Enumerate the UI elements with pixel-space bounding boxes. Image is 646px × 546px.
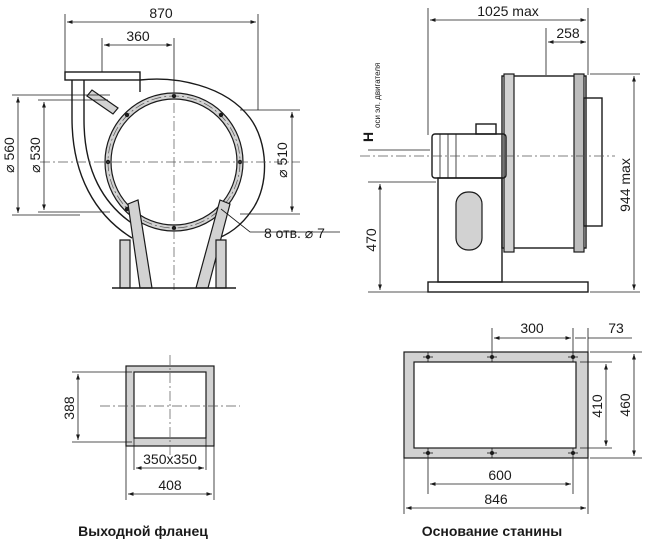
stand-window <box>455 191 483 251</box>
dim-d560-label: ⌀ 560 <box>1 137 17 173</box>
outlet-flange-caption: Выходной фланец <box>78 523 208 539</box>
dim-rear-label: 258 <box>556 25 580 41</box>
holes-note: 8 отв. ⌀ 7 <box>264 225 325 241</box>
dim-base-h-label: 470 <box>363 228 379 252</box>
motor-terminal-box <box>475 123 497 135</box>
dim-frame-outer-w-label: 846 <box>484 491 508 507</box>
side-view: 1025 max 258 H оси эл. двигателя 470 <box>360 3 640 293</box>
holes-leader <box>220 208 340 233</box>
dim-flange-outer-label: 408 <box>158 477 182 493</box>
dim-d530-label: ⌀ 530 <box>27 137 43 173</box>
dim-d510-label: ⌀ 510 <box>274 142 290 178</box>
housing-front-flange <box>503 73 515 253</box>
dim-inlet-label: 360 <box>126 28 150 44</box>
outlet-flange-view: 388 350x350 408 Выходной фланец <box>61 355 240 539</box>
dim-flange-h-label: 388 <box>61 396 77 420</box>
dim-frame-inner-w-label: 600 <box>488 467 512 483</box>
front-view: 870 360 <box>1 5 340 290</box>
base-frame-caption: Основание станины <box>422 523 563 539</box>
fan-housing-side <box>501 75 587 249</box>
dim-frame-outer-h-label: 460 <box>617 393 633 417</box>
volute-left-wall <box>71 80 133 239</box>
dim-length-label: 1025 max <box>477 3 538 19</box>
motor-axis-label-main: H <box>360 132 376 142</box>
base-frame-view: 300 73 410 460 600 846 Основание станины <box>403 320 642 539</box>
dim-flange-inner-label: 350x350 <box>143 451 197 467</box>
dim-height-label: 944 max <box>617 158 633 212</box>
stand-post-right <box>215 239 227 289</box>
inner-brace <box>86 89 119 115</box>
dim-frame-top-label: 300 <box>520 320 544 336</box>
outlet-side <box>583 97 603 227</box>
motor-axis-label-sub: оси эл. двигателя <box>373 63 382 128</box>
frame-inner <box>413 361 577 449</box>
outlet-flange-top <box>64 71 141 81</box>
dim-frame-inner-h-label: 410 <box>589 394 605 418</box>
housing-rear-flange <box>573 73 585 253</box>
dim-frame-edge-label: 73 <box>608 320 624 336</box>
volute-inner-wall <box>83 80 137 227</box>
base-plate <box>427 281 589 293</box>
frame-bolt-holes <box>423 352 578 458</box>
stand-post-left <box>119 239 131 289</box>
dim-width-label: 870 <box>149 5 173 21</box>
